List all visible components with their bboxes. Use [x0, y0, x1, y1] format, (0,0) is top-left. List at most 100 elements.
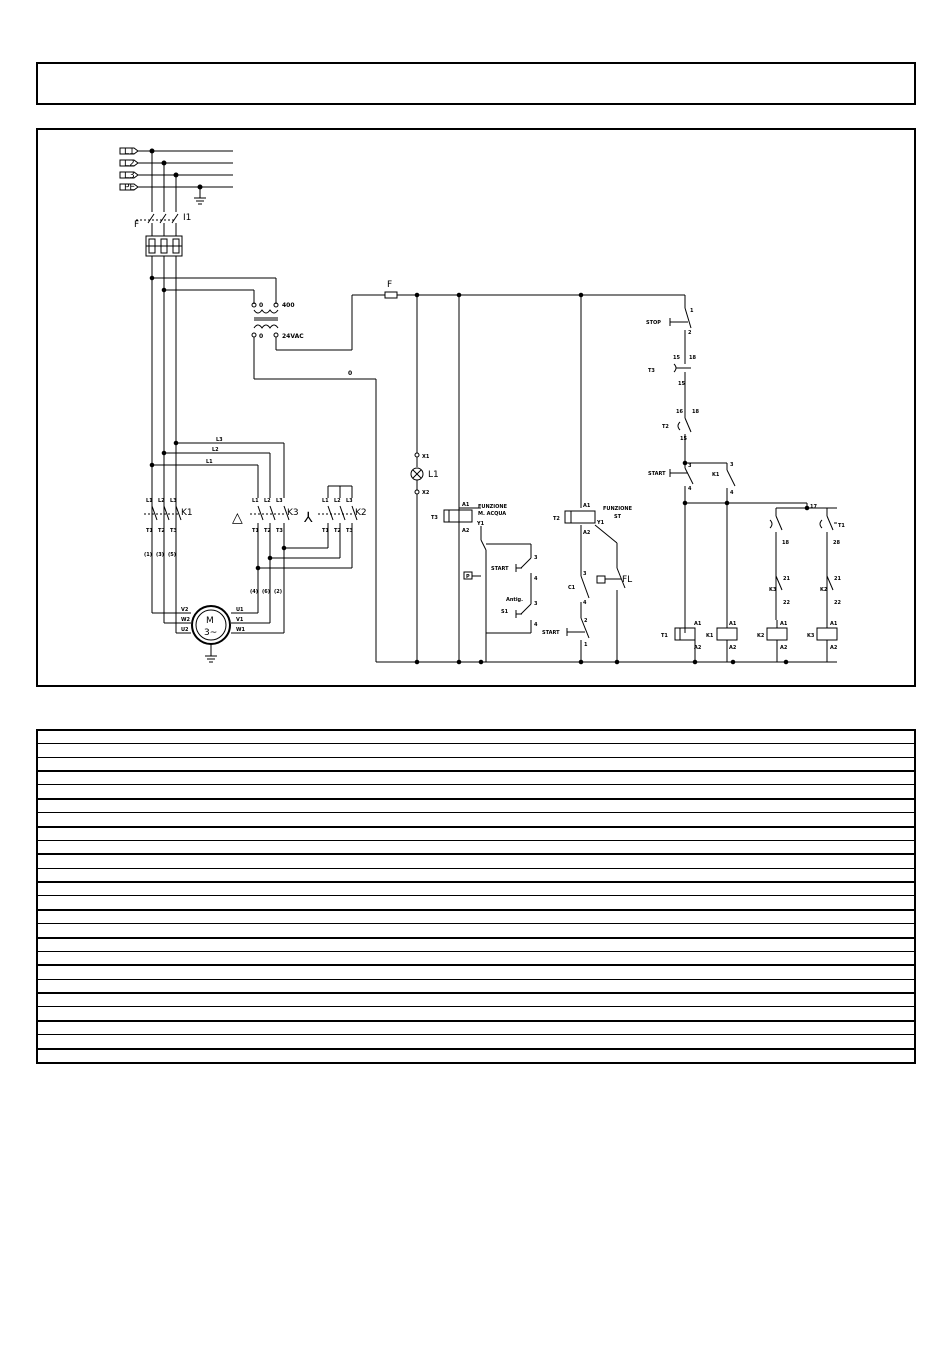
svg-text:T3: T3 [170, 528, 177, 534]
svg-text:W1: W1 [236, 627, 246, 633]
table-row [37, 743, 915, 758]
svg-text:3: 3 [688, 463, 692, 469]
svg-text:1: 1 [690, 308, 694, 314]
k2-coil [766, 627, 788, 641]
svg-text:15: 15 [680, 436, 687, 442]
svg-text:(5): (5) [168, 552, 176, 558]
svg-text:22: 22 [783, 600, 790, 606]
svg-text:L1: L1 [322, 498, 329, 504]
signal-lamp-l1: X1 L1 X2 [410, 295, 439, 662]
water-function-circuit: T3 A1 A2 FUNZIONE M. ACQUA Y1 START Anti… [431, 295, 538, 662]
svg-text:V1: V1 [236, 617, 244, 623]
svg-text:T1: T1 [252, 528, 259, 534]
control-fuse [384, 291, 398, 299]
svg-text:4: 4 [534, 622, 538, 628]
k3-coil [816, 627, 838, 641]
motor-m: M 3~ V2 W2 U2 U1 V1 W1 [152, 605, 284, 663]
schematic-frame [36, 128, 916, 687]
svg-text:3: 3 [534, 601, 538, 607]
svg-text:C1: C1 [568, 585, 576, 591]
tr-primary-voltage: 400 [282, 302, 295, 309]
svg-text:A1: A1 [583, 503, 591, 509]
svg-text:M. ACQUA: M. ACQUA [478, 511, 506, 517]
svg-text:T1: T1 [838, 523, 845, 529]
svg-text:L1: L1 [252, 498, 259, 504]
svg-text:A1: A1 [830, 621, 838, 627]
title-block [36, 62, 916, 105]
svg-text:Antig.: Antig. [506, 597, 523, 603]
table-row [37, 881, 915, 897]
svg-text:(4): (4) [250, 589, 258, 595]
svg-text:U1: U1 [236, 607, 244, 613]
contactor-k2: ⅄ L1 L2 L3 K2 T1 T2 T3 [255, 485, 367, 571]
svg-text:28: 28 [833, 540, 840, 546]
svg-text:U2: U2 [181, 627, 189, 633]
svg-text:T2: T2 [264, 528, 271, 534]
svg-text:V2: V2 [181, 607, 189, 613]
svg-text:K2: K2 [820, 587, 828, 593]
svg-text:15: 15 [673, 355, 680, 361]
main-switch-label: I1 [183, 213, 191, 223]
contactor-k3: △ L1 L2 L3 K3 T1 T2 T3 (4) (6) (2) [232, 498, 299, 633]
svg-text:S1: S1 [501, 609, 509, 615]
table-row [37, 950, 915, 967]
svg-text:(6): (6) [262, 589, 270, 595]
svg-text:(1): (1) [144, 552, 152, 558]
svg-text:ST: ST [614, 514, 622, 520]
svg-text:T2: T2 [662, 424, 669, 430]
svg-text:16: 16 [676, 409, 683, 415]
main-switch-i1: F I1 [134, 213, 191, 633]
table-row [37, 812, 915, 828]
table-row [37, 1006, 915, 1022]
table-row [37, 756, 915, 773]
fuse-label: F [387, 280, 392, 290]
table-row [37, 978, 915, 995]
svg-text:A1: A1 [729, 621, 737, 627]
svg-text:15: 15 [678, 381, 685, 387]
table-row [37, 1034, 915, 1050]
phase-l3-label: L3 [124, 171, 135, 181]
svg-text:3: 3 [583, 571, 587, 577]
start-stop-circuit: STOP 1 2 T3 15 18 15 T2 16 18 15 START 3… [646, 295, 845, 662]
svg-text:2: 2 [688, 330, 692, 336]
svg-text:A1: A1 [462, 502, 470, 508]
t2-coil [564, 510, 596, 524]
svg-text:4: 4 [534, 576, 538, 582]
svg-text:(3): (3) [156, 552, 164, 558]
k1-coil [716, 627, 738, 641]
svg-text:W2: W2 [181, 617, 191, 623]
table-row [37, 853, 915, 869]
svg-text:START: START [648, 471, 666, 477]
svg-text:T2: T2 [553, 516, 560, 522]
svg-text:F: F [134, 220, 139, 230]
svg-text:START: START [542, 630, 560, 636]
neutral-label: 0 [348, 370, 352, 377]
tr-secondary-voltage: 24VAC [282, 333, 304, 340]
svg-text:A2: A2 [462, 528, 470, 534]
svg-text:T3: T3 [276, 528, 283, 534]
svg-text:K1: K1 [706, 633, 714, 639]
svg-text:A2: A2 [780, 645, 788, 651]
table-row [37, 909, 915, 925]
table-row [37, 895, 915, 911]
table-row [37, 923, 915, 939]
svg-text:L3: L3 [276, 498, 283, 504]
svg-text:A2: A2 [694, 645, 702, 651]
lamp-x1: X1 [422, 454, 430, 460]
svg-text:T2: T2 [334, 528, 341, 534]
table-row [37, 867, 915, 884]
table-row [37, 1020, 915, 1036]
svg-text:T1: T1 [661, 633, 668, 639]
svg-text:L2: L2 [264, 498, 271, 504]
svg-text:L1: L1 [206, 459, 213, 465]
svg-text:18: 18 [692, 409, 699, 415]
float-switch-icon [596, 575, 606, 584]
table-row [37, 1048, 915, 1064]
svg-text:K1: K1 [712, 472, 720, 478]
svg-text:A1: A1 [780, 621, 788, 627]
phase-l2-label: L2 [124, 159, 135, 169]
svg-text:L2: L2 [212, 447, 219, 453]
table-row [37, 937, 915, 952]
control-bus: F [376, 280, 837, 665]
svg-text:21: 21 [834, 576, 841, 582]
